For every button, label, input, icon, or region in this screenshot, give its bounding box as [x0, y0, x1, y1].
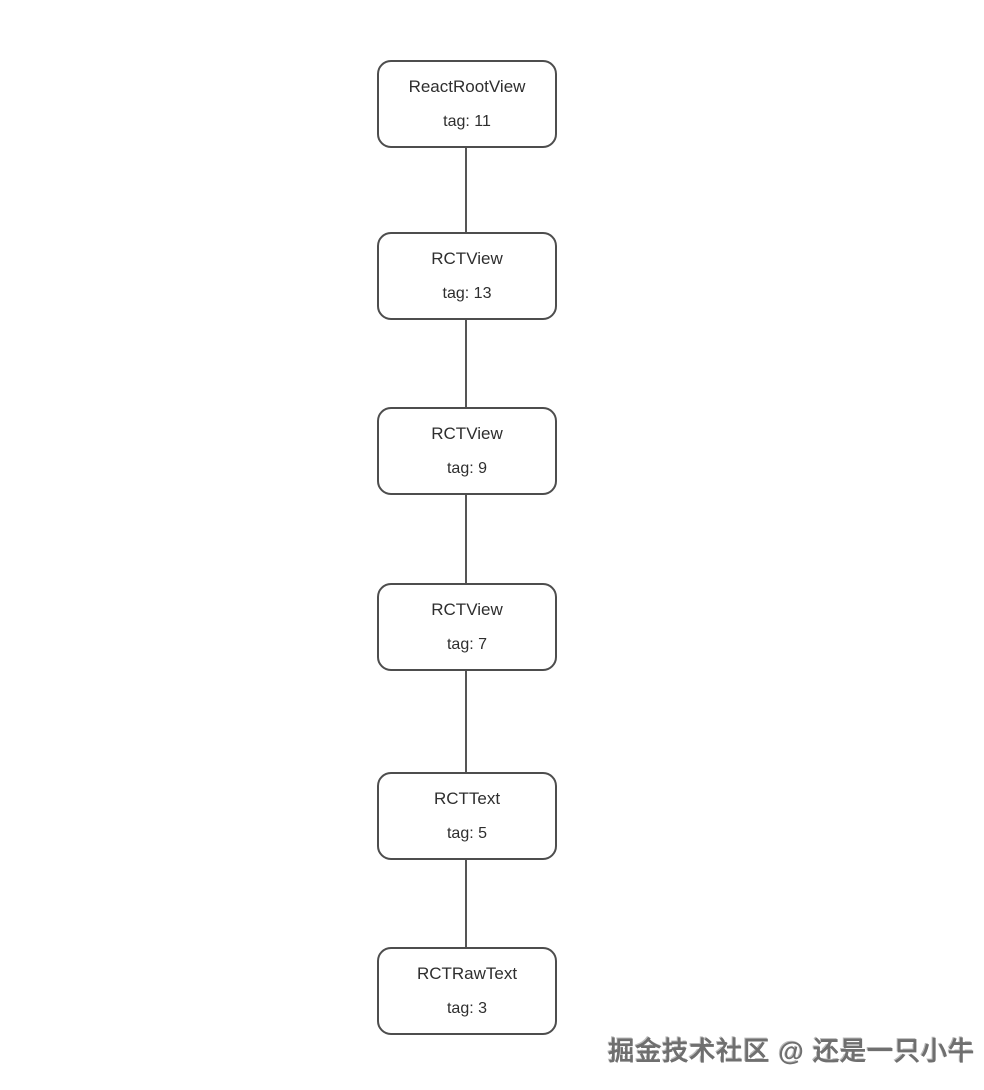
node-rctview-13: RCTView tag: 13: [377, 232, 557, 320]
node-tag: tag: 5: [446, 825, 488, 842]
node-rcttext-5: RCTText tag: 5: [377, 772, 557, 860]
node-label: RCTView: [431, 600, 503, 619]
node-reactrootview: ReactRootView tag: 11: [377, 60, 557, 148]
node-tag: tag: 11: [443, 113, 491, 130]
juejin-watermark: 掘金技术社区 @ 还是一只小牛: [608, 1036, 975, 1066]
node-label: RCTText: [433, 789, 501, 808]
connector-line: [465, 104, 467, 990]
node-rctrawtext-3: RCTRawText tag: 3: [377, 947, 557, 1035]
node-label: RCTView: [431, 249, 503, 268]
node-tag: tag: 3: [446, 1000, 488, 1017]
node-tag: tag: 7: [446, 636, 488, 653]
node-label: ReactRootView: [408, 77, 526, 96]
node-label: RCTView: [431, 424, 503, 443]
node-label: RCTRawText: [416, 964, 518, 983]
node-rctview-7: RCTView tag: 7: [377, 583, 557, 671]
node-tag: tag: 13: [442, 285, 492, 302]
node-tag: tag: 9: [446, 460, 488, 477]
node-rctview-9: RCTView tag: 9: [377, 407, 557, 495]
